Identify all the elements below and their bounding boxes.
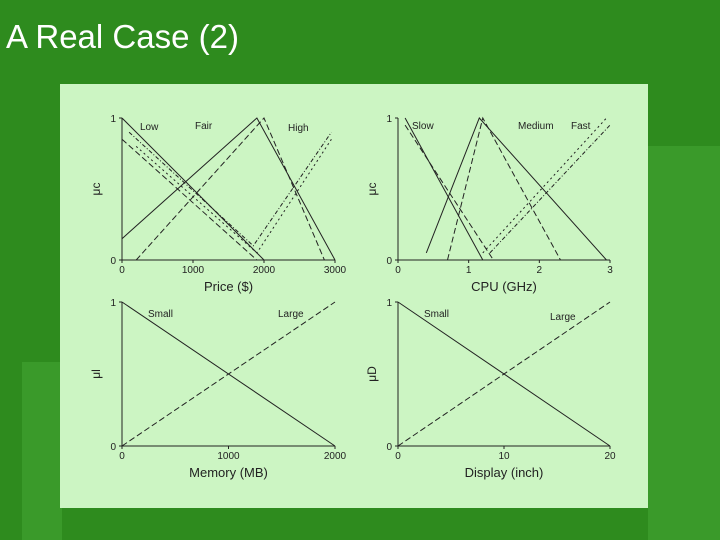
- y-tick-label: 0: [110, 256, 116, 267]
- decorative-band-right: [648, 146, 720, 540]
- y-tick-label: 1: [110, 114, 116, 125]
- y-axis-title: μD: [365, 366, 379, 382]
- x-tick-label: 1: [466, 265, 472, 276]
- series-line: [404, 117, 484, 261]
- x-tick-label: 10: [498, 451, 510, 462]
- x-tick-label: 20: [604, 451, 616, 462]
- y-tick-label: 0: [386, 256, 392, 267]
- x-tick-label: 2000: [253, 265, 276, 276]
- series-annotation: Small: [424, 309, 449, 320]
- series-annotation: Low: [140, 122, 159, 133]
- x-axis-title: Display (inch): [465, 465, 544, 480]
- y-tick-label: 1: [110, 298, 116, 309]
- x-tick-label: 0: [395, 265, 401, 276]
- series-line: [482, 117, 607, 254]
- x-axis-title: CPU (GHz): [471, 279, 537, 294]
- x-tick-label: 3000: [324, 265, 347, 276]
- series-annotation: Large: [278, 309, 304, 320]
- x-tick-label: 1000: [217, 451, 240, 462]
- series-line: [397, 301, 611, 447]
- y-axis-title: μc: [89, 183, 103, 196]
- x-axis-title: Price ($): [204, 279, 253, 294]
- slide-title: A Real Case (2): [6, 18, 239, 55]
- series-line: [135, 139, 332, 254]
- x-tick-label: 0: [119, 451, 125, 462]
- x-tick-label: 0: [395, 451, 401, 462]
- series-line: [404, 124, 494, 261]
- x-tick-label: 2: [537, 265, 543, 276]
- y-tick-label: 1: [386, 114, 392, 125]
- series-line: [121, 138, 258, 261]
- decorative-band-left: [22, 362, 62, 540]
- series-line: [425, 117, 607, 261]
- series-line: [121, 301, 336, 447]
- series-line: [121, 117, 265, 261]
- series-annotation: Fair: [195, 121, 213, 132]
- series-annotation: Small: [148, 309, 173, 320]
- x-tick-label: 3: [607, 265, 613, 276]
- series-line: [121, 117, 336, 261]
- x-axis-title: Memory (MB): [189, 465, 268, 480]
- series-line: [447, 116, 561, 261]
- series-annotation: Medium: [518, 121, 554, 132]
- x-tick-label: 1000: [182, 265, 205, 276]
- series-line: [128, 131, 332, 247]
- series-line: [135, 117, 325, 261]
- x-tick-label: 0: [119, 265, 125, 276]
- y-tick-label: 0: [110, 442, 116, 453]
- series-annotation: Large: [550, 312, 576, 323]
- series-annotation: Fast: [571, 121, 591, 132]
- series-annotation: High: [288, 123, 309, 134]
- y-tick-label: 0: [386, 442, 392, 453]
- y-axis-title: μc: [365, 183, 379, 196]
- x-tick-label: 2000: [324, 451, 347, 462]
- series-annotation: Slow: [412, 121, 434, 132]
- y-axis-title: μl: [89, 369, 103, 379]
- y-tick-label: 1: [386, 298, 392, 309]
- series-line: [489, 124, 611, 254]
